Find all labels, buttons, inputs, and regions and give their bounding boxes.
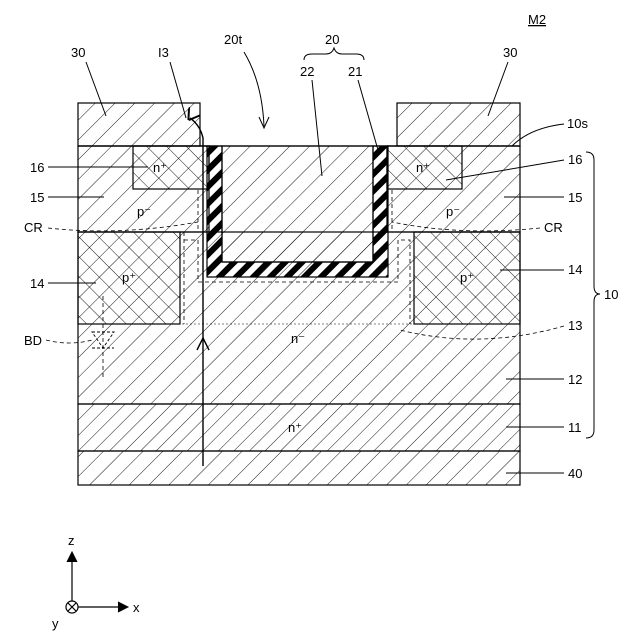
substrate-group-brace [586, 152, 600, 438]
label-surface: 10s [567, 116, 588, 131]
figure-id: M2 [528, 12, 546, 27]
label-conductor: 22 [300, 64, 314, 79]
label-electrode-bottom: 40 [568, 466, 582, 481]
label-electrode-top-left: 30 [71, 45, 85, 60]
label-region-16-right: 16 [568, 152, 582, 167]
axis-label-y: y [52, 616, 59, 631]
label-electrode-top-right: 30 [503, 45, 517, 60]
label-current: I3 [158, 45, 169, 60]
label-region-15-right: 15 [568, 190, 582, 205]
label-trench-group: 20 [325, 32, 339, 47]
label-region-12: 12 [568, 372, 582, 387]
doping-n-plus-right: n⁺ [416, 160, 430, 175]
label-region-14-left: 14 [30, 276, 44, 291]
leader-insulator [358, 80, 378, 150]
label-cr-right: CR [544, 220, 563, 235]
axis-label-z: z [68, 533, 75, 548]
label-region-15-left: 15 [30, 190, 44, 205]
leader-trench-top [244, 52, 264, 126]
electrode-40 [78, 451, 520, 485]
doping-n-plus-substrate: n⁺ [288, 420, 302, 435]
label-insulator: 21 [348, 64, 362, 79]
doping-n-plus-left: n⁺ [153, 160, 167, 175]
doping-p-plus-right: p⁺ [460, 270, 474, 285]
coordinate-axes [66, 552, 128, 613]
doping-p-minus-right: p⁻ [446, 204, 460, 219]
electrode-30-right [397, 103, 520, 146]
trench-conductor-22 [222, 146, 373, 262]
label-substrate-group: 10 [604, 287, 618, 302]
label-trench-top: 20t [224, 32, 242, 47]
label-body-diode: BD [24, 333, 42, 348]
label-cr-left: CR [24, 220, 43, 235]
trench-group-brace [304, 48, 364, 60]
label-region-13: 13 [568, 318, 582, 333]
axis-label-x: x [133, 600, 140, 615]
doping-n-drift: n⁻ [291, 331, 305, 346]
label-region-14-right: 14 [568, 262, 582, 277]
doping-p-plus-left: p⁺ [122, 270, 136, 285]
label-region-16-left: 16 [30, 160, 44, 175]
label-region-11: 11 [568, 420, 582, 435]
doping-p-minus-left: p⁻ [137, 204, 151, 219]
electrode-30-left [78, 103, 200, 146]
